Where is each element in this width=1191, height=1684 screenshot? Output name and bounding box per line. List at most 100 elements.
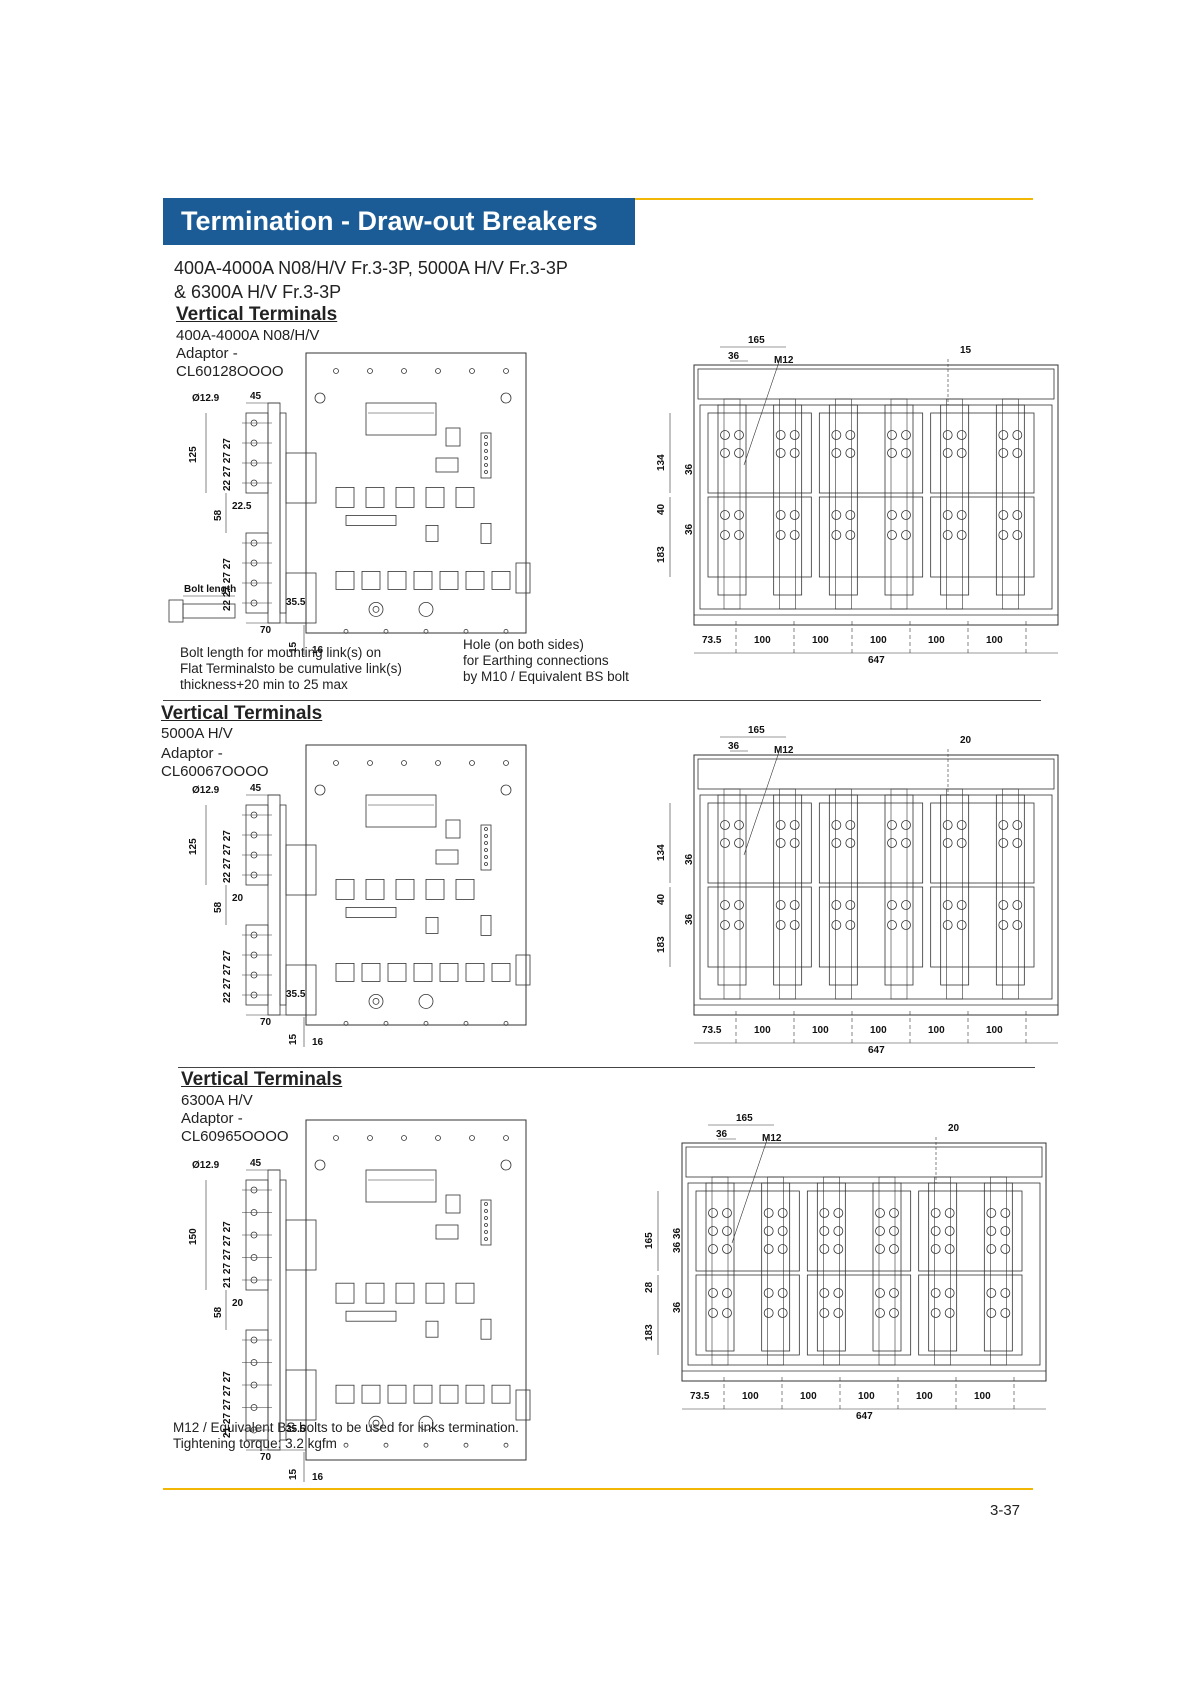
- dimension-label: 647: [868, 655, 885, 666]
- dimension-label: 35.5: [286, 1424, 306, 1435]
- section-2-adaptor-label: Adaptor -: [161, 745, 223, 762]
- section-3-adaptor-label: Adaptor -: [181, 1110, 243, 1127]
- dimension-label: 58: [213, 1306, 224, 1318]
- dimension-label: 22 27 27 27: [222, 438, 233, 491]
- dimension-label: 36: [672, 1301, 683, 1313]
- dimension-label: 36: [716, 1129, 728, 1140]
- section-1-earthing-note: Hole (on both sides) for Earthing connec…: [463, 637, 629, 685]
- dimension-label: 22 27 27 27: [222, 558, 233, 611]
- dimension-label: 20: [960, 735, 972, 746]
- section-2-rating: 5000A H/V: [161, 725, 233, 742]
- pitch-label: 100: [742, 1391, 759, 1402]
- section-2-adaptor-code: CL60067OOOO: [161, 763, 269, 780]
- pitch-label: 100: [870, 1025, 887, 1036]
- dimension-label: 45: [250, 783, 262, 794]
- dimension-label: 183: [656, 936, 667, 953]
- dimension-label: 15: [288, 1468, 299, 1480]
- dimension-label: 647: [868, 1045, 885, 1056]
- section-1-title: Vertical Terminals: [176, 304, 338, 325]
- dimension-label: 165: [748, 335, 765, 346]
- dimension-label: 15: [288, 1033, 299, 1045]
- pitch-label: 100: [928, 1025, 945, 1036]
- dimension-label: 165: [736, 1113, 753, 1124]
- dimension-label: 28: [644, 1281, 655, 1293]
- dimension-label: M12: [762, 1133, 782, 1144]
- bolt-illustration: Bolt length: [168, 584, 236, 623]
- dimension-label: 20: [232, 893, 244, 904]
- section-3-torque-note: M12 / Equivalent BS bolts to be used for…: [173, 1420, 519, 1452]
- earthing-note-line-1: Hole (on both sides): [463, 637, 584, 652]
- dimension-label: 36 36: [672, 1228, 683, 1253]
- section-3-title: Vertical Terminals: [181, 1069, 343, 1090]
- section-divider-2: [178, 1067, 1035, 1068]
- dimension-label: 36: [684, 853, 695, 865]
- dimension-label: 20: [948, 1123, 960, 1134]
- dimension-label: 58: [213, 509, 224, 521]
- pitch-label: 100: [986, 1025, 1003, 1036]
- section-1-adaptor-label: Adaptor -: [176, 345, 238, 362]
- subtitle-line-1: 400A-4000A N08/H/V Fr.3-3P, 5000A H/V Fr…: [174, 258, 568, 278]
- dimension-label: 73.5: [690, 1391, 710, 1402]
- dimension-label: 125: [188, 838, 199, 855]
- section-1-bolt-note: Bolt length for mounting link(s) on Flat…: [180, 645, 402, 693]
- dimension-label: 647: [856, 1411, 873, 1422]
- dimension-label: 36: [728, 741, 740, 752]
- bolt-note-line-2: Flat Terminalsto be cumulative link(s): [180, 661, 402, 676]
- dimension-label: 36: [728, 351, 740, 362]
- dimension-label: 183: [656, 546, 667, 563]
- earthing-note-line-2: for Earthing connections: [463, 653, 609, 668]
- dimension-label: 16: [312, 645, 324, 656]
- dimension-label: 70: [260, 625, 272, 636]
- subtitle-line-2: & 6300A H/V Fr.3-3P: [174, 282, 342, 302]
- dimension-label: 22 27 27 27: [222, 950, 233, 1003]
- dimension-label: 16: [312, 1472, 324, 1483]
- page-subtitle: 400A-4000A N08/H/V Fr.3-3P, 5000A H/V Fr…: [174, 256, 568, 304]
- pitch-label: 100: [812, 1025, 829, 1036]
- dimension-label: 21 27 27 27 27: [222, 1221, 233, 1288]
- dimension-label: 165: [644, 1232, 655, 1249]
- dimension-label: 73.5: [702, 1025, 722, 1036]
- dimension-label: 58: [213, 901, 224, 913]
- dimension-label: 15: [288, 641, 299, 653]
- pitch-label: 100: [754, 1025, 771, 1036]
- dimension-label: 36: [684, 913, 695, 925]
- dimension-label: 40: [656, 893, 667, 905]
- dimension-label: 36: [684, 523, 695, 535]
- page-number: 3-37: [990, 1502, 1021, 1519]
- dimension-label: 40: [656, 503, 667, 515]
- dimension-label: 22 27 27 27: [222, 830, 233, 883]
- section-3-rating: 6300A H/V: [181, 1092, 253, 1109]
- dimension-label: 70: [260, 1017, 272, 1028]
- pitch-label: 100: [974, 1391, 991, 1402]
- torque-note-line-2: Tightening torque: 3.2 kgfm: [173, 1436, 337, 1451]
- dimension-label: 35.5: [286, 989, 306, 1000]
- dimension-label: 15: [960, 345, 972, 356]
- dimension-label: 73.5: [702, 635, 722, 646]
- dimension-label: 22.5: [232, 501, 252, 512]
- pitch-label: 100: [754, 635, 771, 646]
- dimension-label: 165: [748, 725, 765, 736]
- dimension-label: 183: [644, 1324, 655, 1341]
- section-1-rating: 400A-4000A N08/H/V: [176, 327, 320, 344]
- dimension-label: M12: [774, 355, 794, 366]
- dimension-label: 134: [656, 844, 667, 861]
- dimension-label: Ø12.9: [192, 393, 220, 404]
- footer-rule: [163, 1488, 1033, 1490]
- pitch-label: 100: [812, 635, 829, 646]
- dimension-label: 45: [250, 1158, 262, 1169]
- bolt-length-label: Bolt length: [184, 584, 236, 595]
- dimension-label: 16: [312, 1037, 324, 1048]
- pitch-label: 100: [986, 635, 1003, 646]
- dimension-label: 36: [684, 463, 695, 475]
- section-2-title: Vertical Terminals: [161, 703, 323, 724]
- torque-note-line-1: M12 / Equivalent BS bolts to be used for…: [173, 1420, 519, 1435]
- pitch-label: 100: [800, 1391, 817, 1402]
- dimension-label: 150: [188, 1228, 199, 1245]
